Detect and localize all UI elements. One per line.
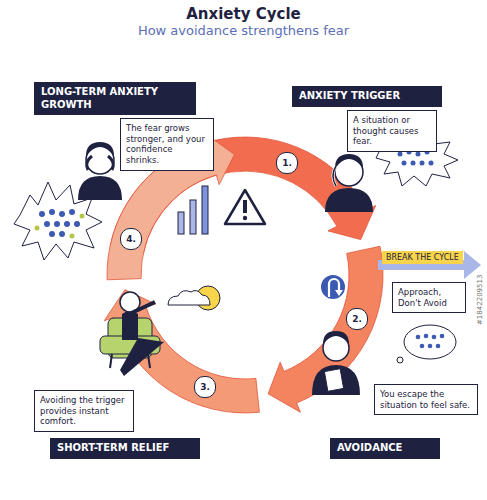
stage-band: SHORT-TERM RELIEF bbox=[50, 438, 200, 459]
warning-icon bbox=[225, 190, 265, 224]
speech-bubble: You escape the situation to feel safe. bbox=[374, 384, 478, 415]
title: Anxiety Cycle bbox=[0, 5, 487, 23]
cycle-arrow bbox=[268, 246, 383, 412]
speech-bubble: Avoiding the trigger provides instant co… bbox=[34, 390, 134, 432]
stage-text: You escape the situation to feel safe. bbox=[380, 389, 472, 410]
stage-text: BREAK THE CYCLE bbox=[386, 253, 459, 262]
stage-band: LONG-TERM ANXIETY GROWTH bbox=[34, 82, 196, 115]
stage-band: AVOIDANCE bbox=[330, 438, 440, 459]
subtitle: How avoidance strengthens fear bbox=[0, 23, 487, 38]
stage-text: The fear grows stronger, and your confid… bbox=[126, 123, 208, 166]
stage-title: SHORT-TERM RELIEF bbox=[57, 442, 193, 455]
speech-bubble: A situation or thought causes fear. bbox=[347, 110, 437, 152]
stage-text: Avoiding the trigger provides instant co… bbox=[40, 395, 128, 427]
stage-title: ANXIETY TRIGGER bbox=[299, 90, 435, 103]
speech-bubble: Approach, Don't Avoid bbox=[392, 282, 466, 313]
watermark: #1842209513 bbox=[476, 275, 484, 325]
stage-band: ANXIETY TRIGGER bbox=[292, 86, 442, 107]
crowd-thought bbox=[397, 325, 456, 363]
callout-number: 2. bbox=[346, 308, 368, 330]
callout-number: 3. bbox=[194, 376, 216, 398]
stage-text: A situation or thought causes fear. bbox=[353, 115, 431, 147]
person-worried bbox=[325, 154, 373, 212]
callout-number: 4. bbox=[120, 228, 142, 250]
callout-number: 1. bbox=[276, 152, 298, 174]
stage-title: AVOIDANCE bbox=[337, 442, 433, 455]
stage-text: Approach, Don't Avoid bbox=[398, 287, 460, 308]
u-turn-icon bbox=[320, 274, 346, 300]
cycle-ring bbox=[104, 133, 383, 413]
bar-chart bbox=[178, 186, 208, 234]
person-relaxed bbox=[100, 292, 164, 376]
person-avoiding bbox=[312, 331, 360, 395]
person-anxious bbox=[78, 142, 122, 200]
sun-cloud bbox=[168, 286, 220, 310]
cycle-break-tag: BREAK THE CYCLE bbox=[382, 251, 463, 264]
stage-title: LONG-TERM ANXIETY GROWTH bbox=[41, 86, 189, 111]
speech-bubble: The fear grows stronger, and your confid… bbox=[120, 118, 214, 171]
